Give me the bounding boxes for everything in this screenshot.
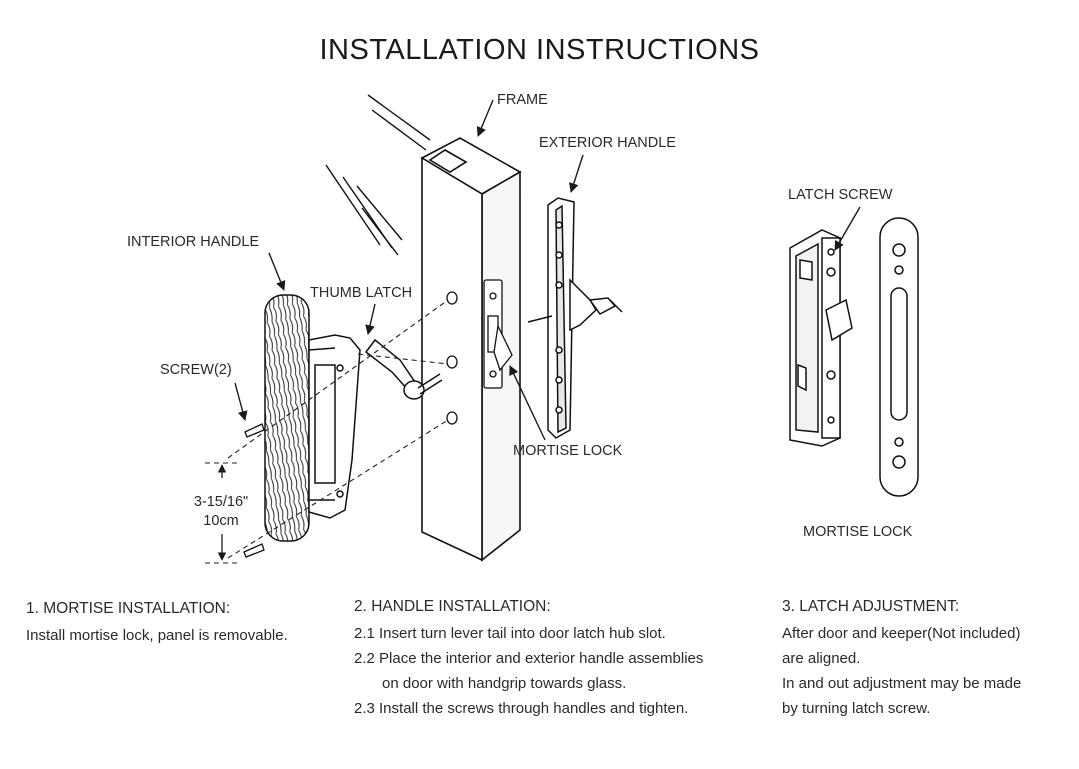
step-2-heading: 2. HANDLE INSTALLATION: [354,598,551,615]
interior-handle-label: INTERIOR HANDLE [127,234,260,250]
interior-handle [264,294,361,542]
dimension-inches: 3-15/16" [193,494,249,510]
step-2-line: 2.1 Insert turn lever tail into door lat… [354,625,666,642]
mortise-lock-label: MORTISE LOCK [513,443,623,459]
exterior-handle-label: EXTERIOR HANDLE [539,135,676,151]
step-3-line: by turning latch screw. [782,700,931,717]
dashed-alignment-lines [205,299,449,564]
step-1-line: Install mortise lock, panel is removable… [26,627,288,644]
step-2-line: 2.2 Place the interior and exterior hand… [354,650,704,667]
step-1-heading: 1. MORTISE INSTALLATION: [26,600,231,617]
thumb-latch-label: THUMB LATCH [310,285,413,301]
thumb-latch [364,338,443,400]
step-2-line: 2.3 Install the screws through handles a… [354,700,689,717]
step-3-line: In and out adjustment may be made [782,675,1022,692]
glass-panel [325,94,431,256]
frame-label: FRAME [497,92,548,108]
door-holes [446,291,458,425]
mortise-faceplate [879,217,919,497]
mortise-lock-body [789,229,853,447]
exterior-handle [527,197,623,439]
step-3-line: After door and keeper(Not included) [782,625,1021,642]
latch-screw-label: LATCH SCREW [788,187,893,203]
step-3-heading: 3. LATCH ADJUSTMENT: [782,598,960,615]
mortise-lock-detail-label: MORTISE LOCK [803,524,913,540]
screws [243,423,265,558]
page-title: INSTALLATION INSTRUCTIONS [319,34,760,66]
screw-label: SCREW(2) [160,362,232,378]
step-3: 3. LATCH ADJUSTMENT: After door and keep… [782,594,1021,721]
dimension-cm: 10cm [203,513,239,529]
step-1: 1. MORTISE INSTALLATION: Install mortise… [26,596,288,648]
step-2-line: on door with handgrip towards glass. [382,675,627,692]
mortise-plate-on-door [483,279,513,389]
leader-arrows [234,99,861,441]
step-3-line: are aligned. [782,650,861,667]
step-2: 2. HANDLE INSTALLATION: 2.1 Insert turn … [354,594,703,721]
